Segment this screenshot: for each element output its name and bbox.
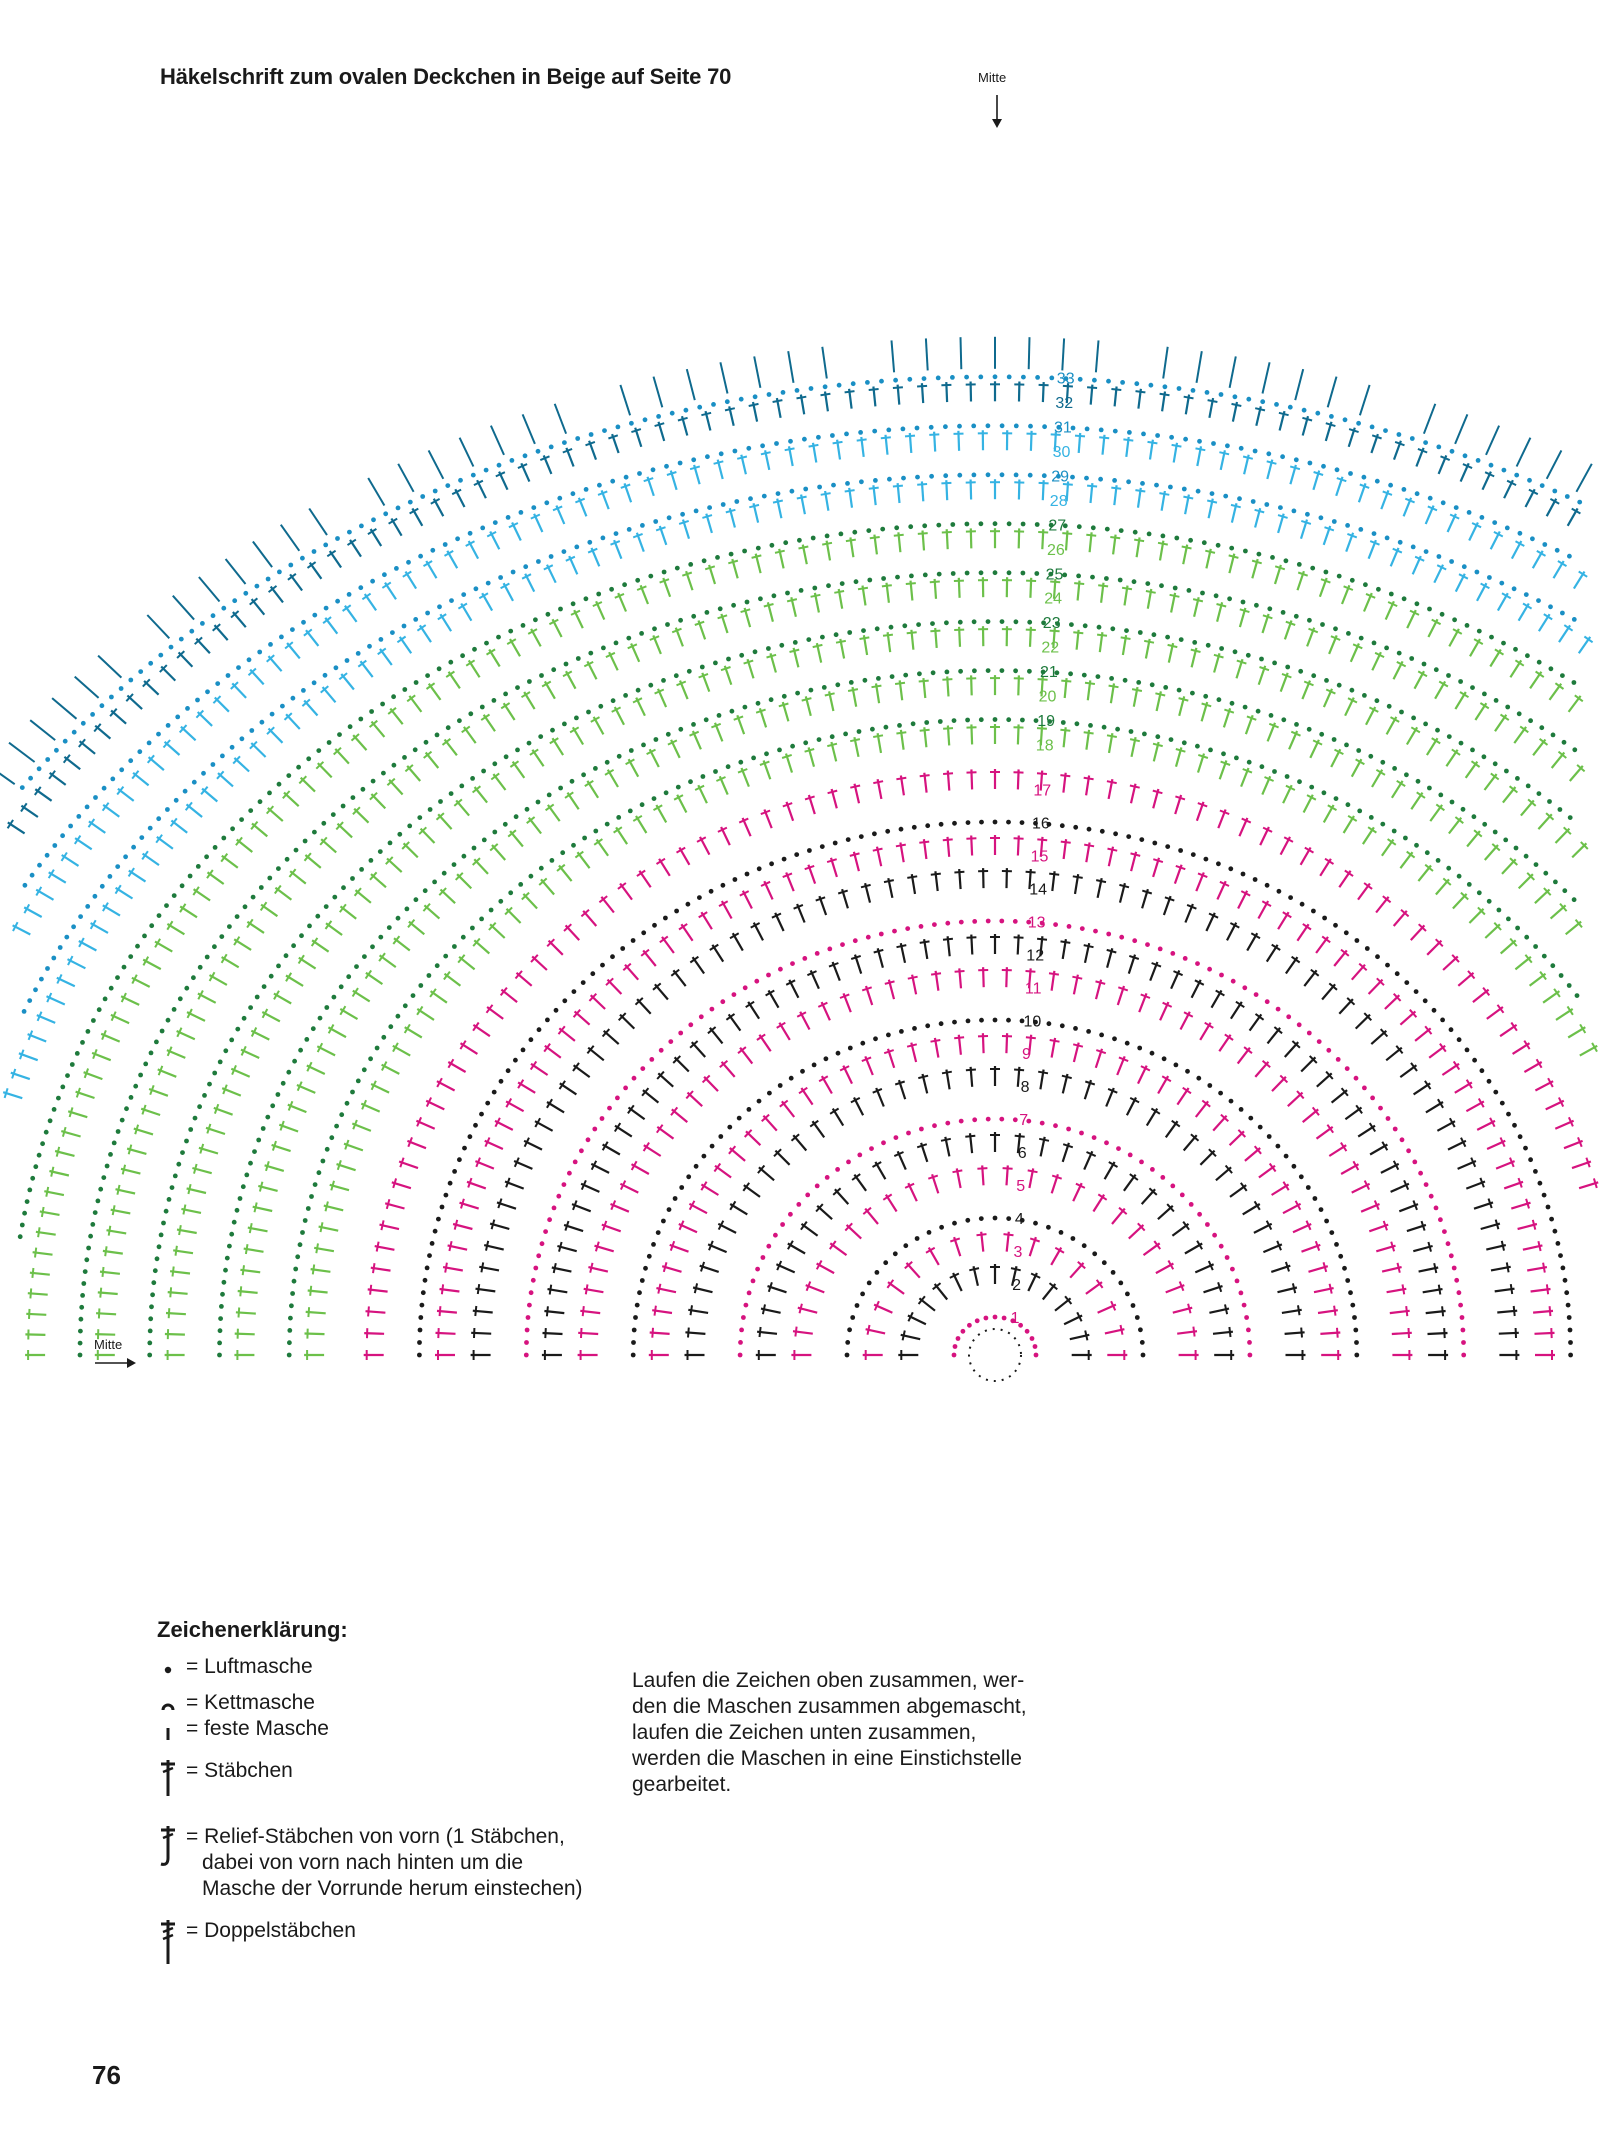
mitte-top-label: Mitte <box>978 70 1007 85</box>
crochet-rings <box>0 336 1599 1382</box>
round-label: 9 <box>1022 1046 1031 1063</box>
round-label: 11 <box>1025 980 1042 997</box>
round-label: 31 <box>1054 420 1072 437</box>
crochet-round <box>951 1314 1039 1358</box>
round-label: 20 <box>1039 689 1057 706</box>
crochet-round <box>755 1132 1235 1360</box>
crochet-round <box>363 769 1599 1360</box>
front-post-double-crochet-icon <box>160 1826 175 1866</box>
crochet-round <box>862 1231 1128 1360</box>
round-label: 8 <box>1021 1079 1030 1096</box>
treble-crochet-icon <box>161 1920 175 1964</box>
crochet-round <box>470 868 1520 1360</box>
crochet-round <box>94 577 1586 1360</box>
crochet-round <box>844 1215 1146 1358</box>
crochet-round <box>164 626 1589 1360</box>
crochet-round <box>234 675 1583 1360</box>
legend-label-single: = feste Masche <box>186 1717 329 1740</box>
crochet-round <box>304 724 1598 1360</box>
scallop-edge <box>0 336 1593 786</box>
center-ring <box>968 1328 1022 1382</box>
mitte-arrows <box>95 95 1002 1368</box>
round-label: 4 <box>1015 1211 1024 1228</box>
round-label: 22 <box>1041 640 1059 657</box>
round-label: 6 <box>1018 1145 1027 1162</box>
legend-item-treble: = Doppelstäbchen <box>150 1918 356 1966</box>
crochet-round <box>6 381 1581 835</box>
round-label: 28 <box>1050 493 1068 510</box>
round-label: 30 <box>1053 444 1071 461</box>
crochet-round <box>648 1033 1342 1360</box>
round-label: 5 <box>1016 1178 1025 1195</box>
round-label: 25 <box>1046 566 1064 583</box>
round-label: 19 <box>1037 713 1055 730</box>
legend-item-slip: = Kettmasche <box>150 1690 315 1716</box>
round-label: 32 <box>1055 395 1073 412</box>
crochet-round <box>147 619 1573 1358</box>
chain-stitch-icon <box>164 1666 172 1674</box>
round-label: 33 <box>1057 371 1075 388</box>
legend-item-double: = Stäbchen <box>150 1758 293 1798</box>
round-label: 18 <box>1036 738 1054 755</box>
legend-title: Zeichenerklärung: <box>157 1617 348 1642</box>
crochet-round <box>21 472 1577 1014</box>
crochet-round <box>577 967 1413 1360</box>
slip-stitch-icon <box>161 1703 175 1711</box>
crochet-round <box>737 1116 1253 1358</box>
crochet-diagram: 1234567891011121314151617181920212223242… <box>0 95 1599 1382</box>
single-crochet-icon <box>166 1728 170 1740</box>
crochet-round <box>684 1066 1306 1360</box>
crochet-round <box>523 918 1467 1358</box>
legend-label-slip: = Kettmasche <box>186 1691 315 1714</box>
crochet-round <box>417 819 1573 1358</box>
page-title: Häkelschrift zum ovalen Deckchen in Beig… <box>160 64 732 89</box>
crochet-round <box>435 835 1555 1360</box>
legend-label-relief: = Relief-Stäbchen von vorn (1 Stäbchen, … <box>186 1825 583 1900</box>
legend-item-relief: = Relief-Stäbchen von vorn (1 Stäbchen, … <box>150 1824 583 1902</box>
round-label: 10 <box>1024 1013 1042 1030</box>
crochet-round <box>630 1017 1360 1358</box>
crochet-round <box>17 521 1577 1240</box>
crochet-round <box>77 570 1578 1358</box>
round-label: 29 <box>1051 468 1069 485</box>
round-label: 16 <box>1032 815 1050 832</box>
round-label: 21 <box>1040 664 1058 681</box>
round-label: 3 <box>1014 1244 1023 1261</box>
crochet-round <box>286 717 1580 1358</box>
crochet-round <box>25 528 1584 1360</box>
double-crochet-icon <box>161 1760 175 1796</box>
legend-label-chain: = Luftmasche <box>186 1655 313 1678</box>
legend-note: Laufen die Zeichen oben zusammen, wer- d… <box>632 1669 1027 1796</box>
crochet-round <box>19 374 1583 790</box>
crochet-round <box>12 430 1588 936</box>
round-label: 23 <box>1043 615 1061 632</box>
round-label: 26 <box>1047 542 1065 559</box>
round-label: 15 <box>1031 848 1049 865</box>
crochet-round <box>791 1165 1199 1360</box>
round-label: 1 <box>1011 1310 1020 1327</box>
round-label: 2 <box>1012 1277 1021 1294</box>
crochet-round <box>898 1264 1092 1360</box>
round-labels: 1234567891011121314151617181920212223242… <box>1011 371 1075 1327</box>
round-label: 14 <box>1029 881 1047 898</box>
legend-item-chain: = Luftmasche <box>150 1654 313 1680</box>
crochet-round <box>22 423 1572 888</box>
crochet-round <box>2 479 1594 1100</box>
round-label: 12 <box>1026 947 1044 964</box>
round-label: 13 <box>1028 914 1046 931</box>
round-label: 27 <box>1048 517 1066 534</box>
legend-label-treble: = Doppelstäbchen <box>186 1919 356 1942</box>
page-number: 76 <box>92 2060 121 2090</box>
round-label: 7 <box>1019 1112 1028 1129</box>
crochet-round <box>217 668 1577 1358</box>
round-label: 17 <box>1033 783 1051 800</box>
round-label: 24 <box>1044 591 1062 608</box>
mitte-left-label: Mitte <box>94 1337 123 1352</box>
legend-item-single: = feste Masche <box>150 1716 329 1742</box>
legend-label-double: = Stäbchen <box>186 1759 293 1782</box>
crochet-round <box>541 934 1449 1360</box>
